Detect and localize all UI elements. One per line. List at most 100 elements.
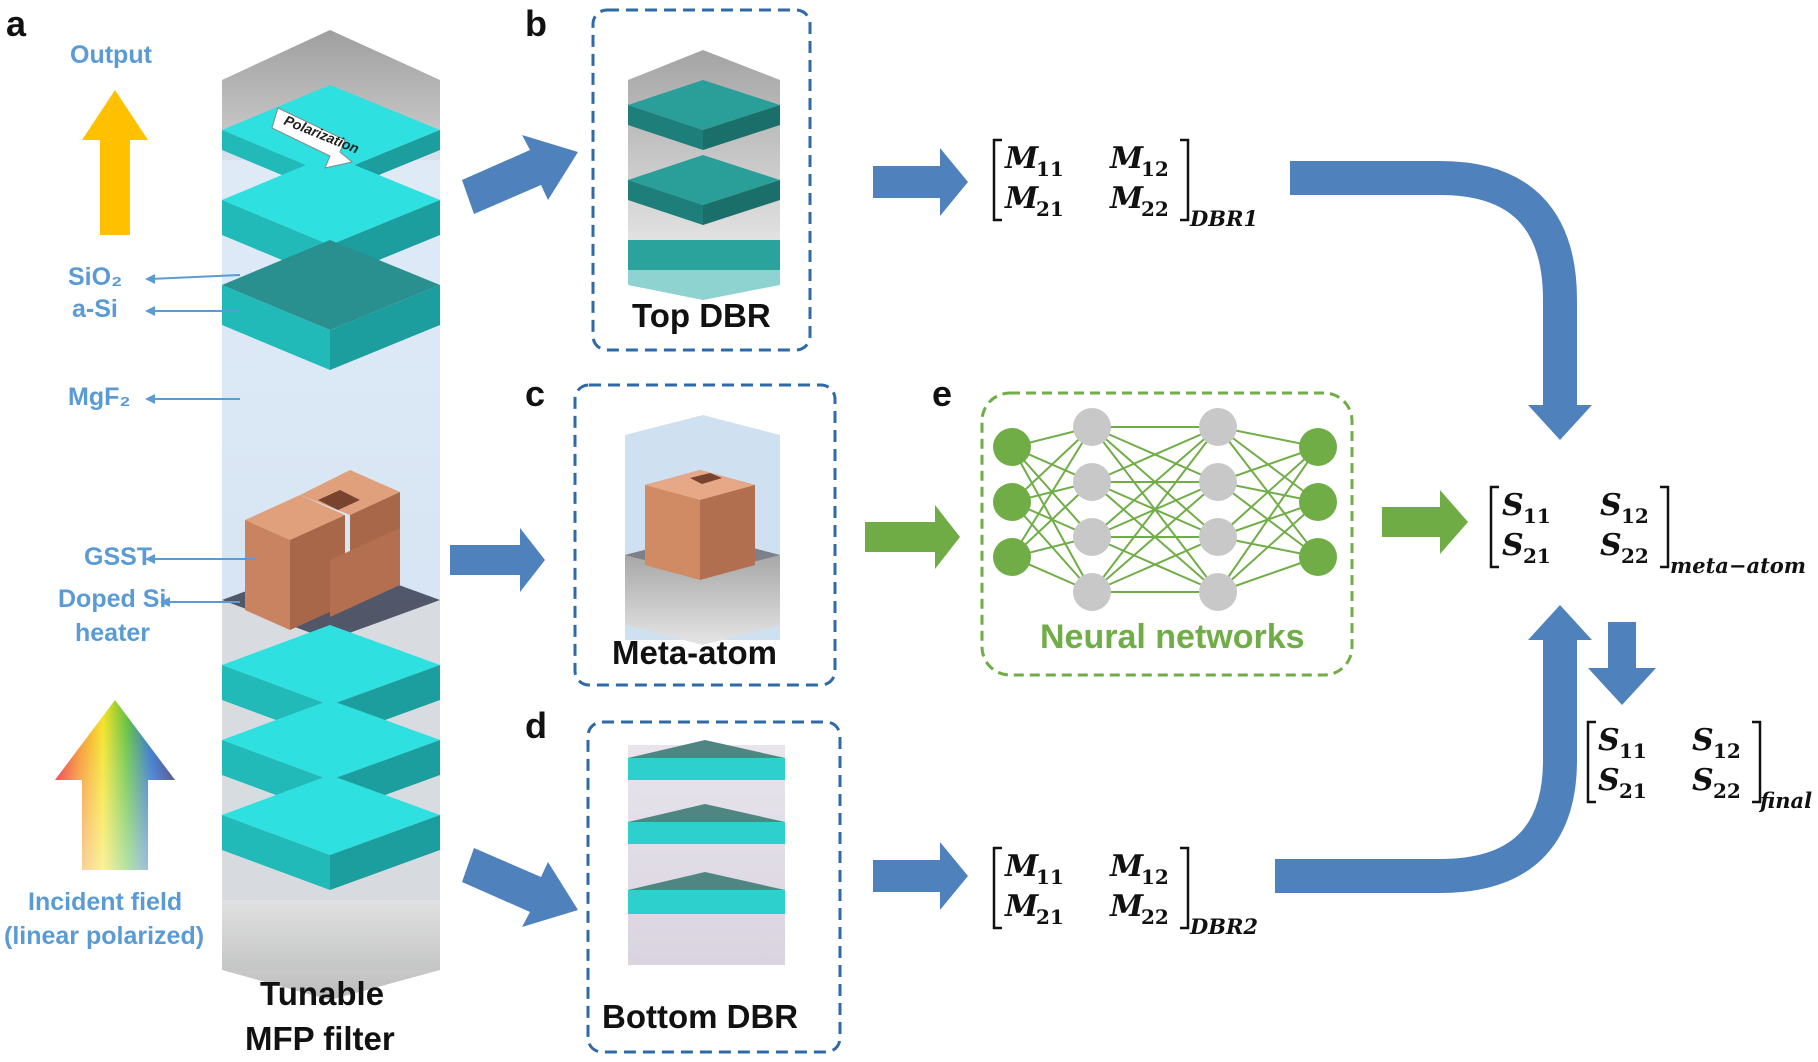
nn-edge xyxy=(1011,426,1093,558)
meta-s12: S xyxy=(1600,488,1622,523)
nn-node-input xyxy=(993,428,1031,466)
nn-node-input xyxy=(993,483,1031,521)
dbr2-m21: M xyxy=(1004,889,1039,924)
meta-s11: S xyxy=(1502,488,1524,523)
bottom-dbr-label: Bottom DBR xyxy=(602,998,798,1035)
bottom-dbr-illustration xyxy=(628,740,785,965)
nn-node-output xyxy=(1299,483,1337,521)
panel-letter-d: d xyxy=(525,705,547,746)
mfp-filter-stack: Polarization xyxy=(222,30,440,1000)
dbr2-m11-sub: 11 xyxy=(1036,865,1064,889)
nn-edge xyxy=(1091,426,1219,538)
nn-node-hidden xyxy=(1073,463,1111,501)
nn-node-hidden xyxy=(1199,463,1237,501)
arrow-a-to-c xyxy=(450,528,545,592)
arrow-meta-to-final xyxy=(1588,622,1656,705)
panel-letter-b: b xyxy=(525,3,547,44)
dbr1-subscript: DBR1 xyxy=(1189,206,1258,231)
final-s21: S xyxy=(1598,763,1620,798)
dbr1-m12: M xyxy=(1109,141,1144,176)
label-a-si: a-Si xyxy=(72,295,118,323)
meta-atom-box xyxy=(573,383,837,687)
bottom-dbr-layers xyxy=(222,625,440,890)
panel-letter-a: a xyxy=(6,3,27,44)
label-doped-si: Doped Si xyxy=(58,585,166,613)
flow-dbr1-to-meta xyxy=(1290,161,1577,405)
final-s-matrix: S 11 S 12 S 21 S 22 final xyxy=(1586,720,1812,813)
dbr1-m11-sub: 11 xyxy=(1036,157,1064,181)
top-dbr-label: Top DBR xyxy=(632,297,771,334)
meta-s21-sub: 21 xyxy=(1523,544,1551,568)
nn-edge xyxy=(1217,446,1319,593)
flow-dbr2-to-meta xyxy=(1275,640,1577,893)
neural-networks-label: Neural networks xyxy=(1040,618,1305,656)
neural-network-edges xyxy=(1011,426,1319,593)
label-mgf2: MgF₂ xyxy=(68,383,130,411)
neural-network-nodes xyxy=(993,408,1337,611)
nn-node-output xyxy=(1299,428,1337,466)
filter-title-line1: Tunable xyxy=(260,975,384,1012)
nn-edge xyxy=(1091,426,1219,483)
meta-atom-label: Meta-atom xyxy=(612,634,777,671)
final-s22: S xyxy=(1692,763,1714,798)
dbr2-matrix: M 11 M 12 M 21 M 22 DBR2 xyxy=(992,846,1258,939)
arrow-c-to-e xyxy=(865,505,960,569)
dbr1-m12-sub: 12 xyxy=(1141,157,1169,181)
label-sio2: SiO₂ xyxy=(68,263,122,291)
meta-subscript: meta−atom xyxy=(1670,553,1806,578)
final-s11-sub: 11 xyxy=(1619,739,1647,763)
dbr1-m22-sub: 22 xyxy=(1141,197,1169,221)
meta-s21: S xyxy=(1502,528,1524,563)
top-dbr-illustration xyxy=(628,50,780,300)
nn-edge xyxy=(1091,426,1219,593)
nn-node-output xyxy=(1299,538,1337,576)
flow-dbr1-arrowhead xyxy=(1528,405,1592,440)
final-s22-sub: 22 xyxy=(1713,779,1741,803)
nn-node-hidden xyxy=(1073,408,1111,446)
arrow-a-to-d xyxy=(462,848,578,927)
final-s12: S xyxy=(1692,723,1714,758)
meta-s22: S xyxy=(1600,528,1622,563)
top-dbr-box xyxy=(591,8,812,352)
output-label: Output xyxy=(70,41,153,69)
dbr2-m11: M xyxy=(1004,849,1039,884)
flow-dbr2-arrowhead xyxy=(1528,605,1592,640)
dbr1-matrix: M 11 M 12 M 21 M 22 DBR1 xyxy=(992,138,1258,231)
meta-s22-sub: 22 xyxy=(1621,544,1649,568)
filter-bottom-cap xyxy=(222,900,440,1000)
nn-node-hidden xyxy=(1199,408,1237,446)
meta-atom-s-matrix: S 11 S 12 S 21 S 22 meta−atom xyxy=(1489,485,1806,578)
final-s11: S xyxy=(1598,723,1620,758)
final-s21-sub: 21 xyxy=(1619,779,1647,803)
meta-s12-sub: 12 xyxy=(1621,504,1649,528)
layer-labels: SiO₂ a-Si MgF₂ GSST Doped Si heater xyxy=(58,263,255,647)
panel-letter-c: c xyxy=(525,373,545,414)
dbr2-m21-sub: 21 xyxy=(1036,905,1064,929)
dbr1-m21-sub: 21 xyxy=(1036,197,1064,221)
incident-label-line1: Incident field xyxy=(28,888,182,916)
dbr1-m22: M xyxy=(1109,181,1144,216)
nn-node-hidden xyxy=(1199,573,1237,611)
meta-s11-sub: 11 xyxy=(1523,504,1551,528)
nn-edge xyxy=(1217,501,1319,593)
dbr2-m12-sub: 12 xyxy=(1141,865,1169,889)
final-s12-sub: 12 xyxy=(1713,739,1741,763)
nn-edge xyxy=(1091,481,1219,593)
neural-network-box xyxy=(980,391,1354,677)
output-arrow-icon xyxy=(82,90,148,235)
top-dbr-layers xyxy=(222,85,440,370)
nn-node-input xyxy=(993,538,1031,576)
dbr2-m12: M xyxy=(1109,849,1144,884)
nn-node-hidden xyxy=(1073,518,1111,556)
nn-node-hidden xyxy=(1199,518,1237,556)
incident-field-arrow-icon xyxy=(55,700,175,870)
final-subscript: final xyxy=(1758,788,1812,813)
nn-node-hidden xyxy=(1073,573,1111,611)
filter-title-line2: MFP filter xyxy=(245,1020,395,1057)
arrow-d-to-dbr2 xyxy=(873,842,968,910)
gsst-meta-atom xyxy=(245,470,400,630)
label-heater: heater xyxy=(75,619,150,647)
panel-letter-e: e xyxy=(932,373,952,414)
dbr2-m22-sub: 22 xyxy=(1141,905,1169,929)
